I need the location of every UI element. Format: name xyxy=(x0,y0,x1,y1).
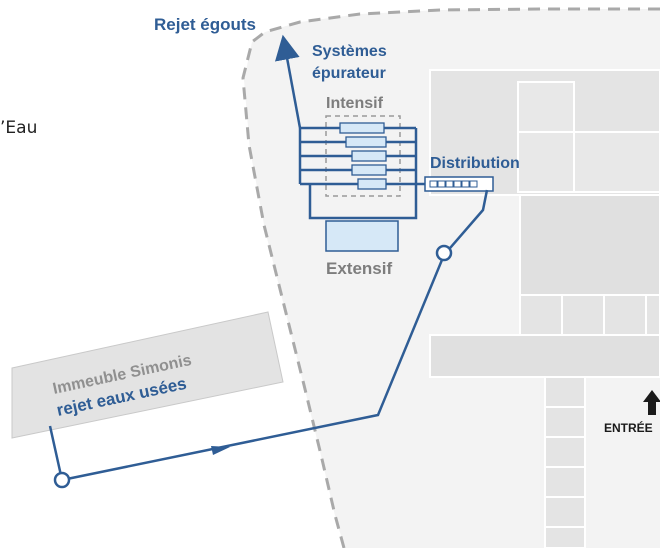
label-systemes: Systèmes xyxy=(312,43,387,60)
label-entree: ENTRÉE xyxy=(604,420,653,435)
distribution-cells xyxy=(429,180,478,188)
label-distribution: Distribution xyxy=(430,155,520,172)
flow-direction-arrow xyxy=(211,446,230,455)
label-rejet-egouts: Rejet égouts xyxy=(154,15,256,34)
simonis-building xyxy=(11,311,284,439)
extensive-tank xyxy=(325,220,399,252)
intensive-tanks xyxy=(339,122,387,190)
distribution-box xyxy=(424,176,494,192)
entrance-arrow-icon xyxy=(643,390,660,415)
label-epurateur: épurateur xyxy=(312,65,386,82)
source-node xyxy=(53,471,71,489)
label-extensif: Extensif xyxy=(326,259,392,278)
label-intensif: Intensif xyxy=(326,95,384,112)
site-zone-border xyxy=(241,7,660,548)
sewer-outlet-pipe xyxy=(274,34,302,129)
main-building xyxy=(429,69,660,548)
intensive-zone-box xyxy=(325,115,401,197)
cropped-text-fragment: ’Eau xyxy=(0,118,38,138)
extensive-loop xyxy=(308,184,418,220)
wastewater-feed-pipe xyxy=(48,189,489,482)
junction-node xyxy=(435,244,453,262)
